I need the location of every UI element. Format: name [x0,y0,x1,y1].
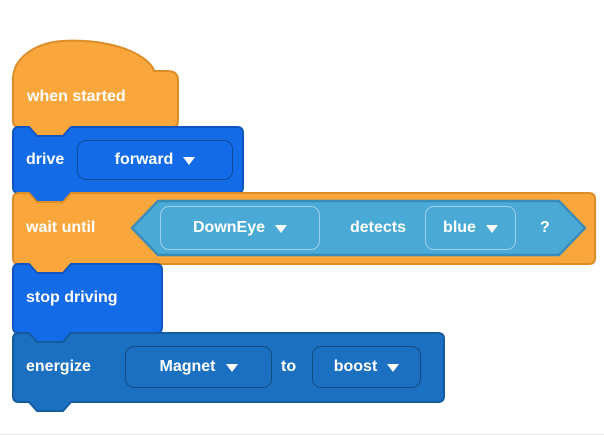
condition-hexagon[interactable] [130,199,587,257]
dropdown-caret-icon [225,364,238,372]
block-stop-driving-shape[interactable] [12,263,163,343]
dropdown-caret-icon [485,225,498,233]
block-energize-shape[interactable] [12,332,445,412]
magnet-dropdown[interactable]: Magnet [125,346,272,388]
drive-direction-dropdown[interactable]: forward [77,140,233,180]
dropdown-caret-icon [387,364,400,372]
sensor-value: DownEye [192,219,265,236]
magnet-mode-value: boost [333,358,378,375]
color-value: blue [443,219,476,236]
dropdown-caret-icon [275,225,287,233]
block-when-started-shape[interactable] [12,39,179,137]
drive-direction-value: forward [114,151,174,168]
color-dropdown[interactable]: blue [425,206,516,250]
dropdown-caret-icon [183,157,196,165]
magnet-value: Magnet [159,358,216,375]
sensor-dropdown[interactable]: DownEye [160,206,320,250]
magnet-mode-dropdown[interactable]: boost [312,346,421,388]
